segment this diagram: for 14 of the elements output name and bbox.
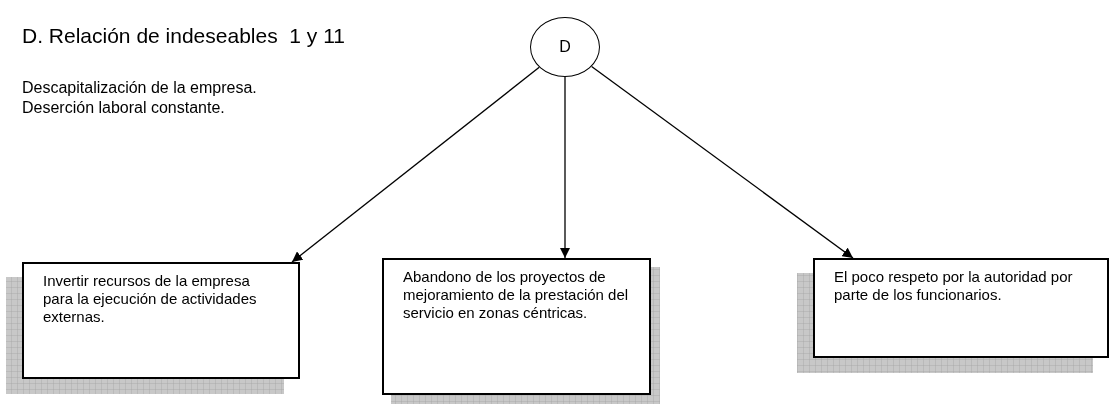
circle-node: [530, 17, 600, 77]
text-box: [813, 258, 1109, 358]
arrow: [590, 65, 854, 259]
box-text: Invertir recursos de la empresa para la ejecución de actividades externas.: [43, 272, 258, 326]
text-box: [22, 262, 300, 379]
arrow: [559, 76, 571, 259]
note-text: Descapitalización de la empresa.: [22, 78, 257, 98]
box-text: Abandono de los proyectos de mejoramiento de la prestación del servicio en zonas céntricas.: [403, 268, 630, 322]
arrow: [291, 66, 540, 263]
node-label: D: [559, 37, 571, 57]
text-box: [382, 258, 651, 395]
title: D. Relación de indeseables 1 y 11: [22, 23, 345, 49]
note-text: Deserción laboral constante.: [22, 98, 226, 118]
box-text: El poco respeto por la autoridad por parte de los funcionarios.: [834, 268, 1074, 304]
